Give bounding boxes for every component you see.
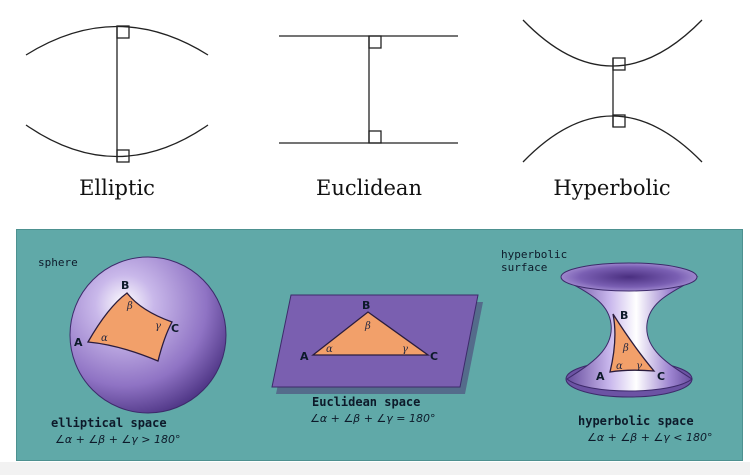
sphere-vertex-a: A: [74, 336, 83, 349]
euclidean-right-angle-bottom: [368, 130, 382, 144]
sphere-label: sphere: [38, 256, 78, 269]
plane-triangle: [311, 311, 431, 356]
elliptic-right-angle-bottom: [116, 149, 130, 163]
hyperbolic-lower-curve: [522, 115, 703, 163]
bottom-strip: [0, 462, 750, 475]
curved-spaces-svg: A B C α β γ A B C α β γ B A C β α γ: [69, 256, 699, 414]
sphere-triangle: [86, 292, 173, 362]
hyperbolic-angle-gamma: γ: [636, 361, 642, 372]
hyperbolic-vertex-b: B: [620, 309, 628, 322]
hyperbolic-triangle: [609, 313, 656, 373]
hyperbolic-space-title: hyperbolic space: [578, 414, 694, 428]
plane-angle-gamma: γ: [402, 344, 408, 355]
elliptical-space-title: elliptical space: [51, 416, 167, 430]
sphere-vertex-c: C: [171, 322, 179, 335]
elliptic-caption: Elliptic: [79, 176, 155, 200]
parallel-lines-svg: [25, 19, 703, 163]
hyperbolic-right-angle-bottom: [612, 114, 626, 128]
plane-vertex-a: A: [300, 350, 309, 363]
plane-vertex-c: C: [430, 350, 438, 363]
hyperbolic-top-opening: [560, 262, 698, 292]
sphere-angle-gamma: γ: [155, 321, 161, 332]
euclidean-space-formula: ∠α + ∠β + ∠γ = 180°: [310, 412, 436, 425]
hyperbolic-surface-label: hyperbolic surface: [501, 248, 568, 274]
elliptic-right-angle-top: [116, 25, 130, 39]
hyperbolic-right-angle-top: [612, 57, 626, 71]
euclidean-right-angle-top: [368, 35, 382, 49]
plane-angle-beta: β: [364, 321, 371, 332]
hyperbolic-angle-beta: β: [622, 343, 629, 354]
hyperbolic-upper-curve: [522, 19, 703, 67]
euclidean-space-title: Euclidean space: [312, 395, 421, 409]
sphere-vertex-b: B: [121, 279, 129, 292]
parallel-lines-diagrams: Elliptic Euclidean Hyperbolic: [0, 0, 750, 225]
hyperbolic-angle-alpha: α: [616, 361, 623, 372]
euclidean-caption: Euclidean: [316, 176, 422, 200]
hyperbolic-vertex-a: A: [596, 370, 605, 383]
hyperbolic-vertex-c: C: [657, 370, 665, 383]
plane-vertex-b: B: [362, 299, 370, 312]
sphere-angle-alpha: α: [101, 333, 108, 344]
curved-spaces-panel: A B C α β γ A B C α β γ B A C β α γ sphe…: [16, 229, 743, 461]
plane-angle-alpha: α: [326, 344, 333, 355]
sphere-angle-beta: β: [126, 301, 133, 312]
hyperbolic-caption: Hyperbolic: [553, 176, 671, 200]
hyperbolic-space-formula: ∠α + ∠β + ∠γ < 180°: [587, 431, 713, 444]
hyperbolic-surface-shape: [560, 276, 699, 392]
elliptical-space-formula: ∠α + ∠β + ∠γ > 180°: [55, 433, 181, 446]
